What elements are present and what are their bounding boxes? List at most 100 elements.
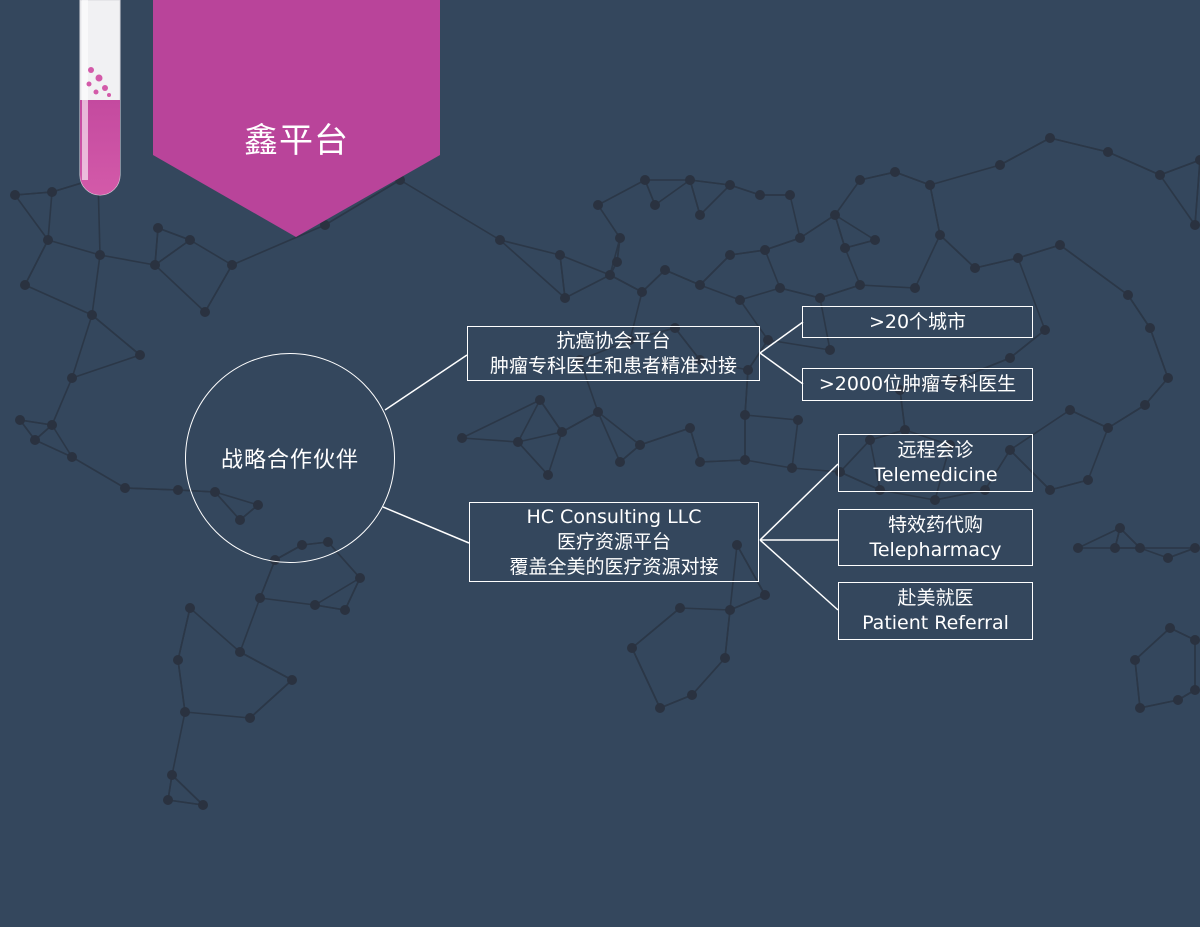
network-node	[627, 643, 637, 653]
network-link	[729, 184, 761, 196]
network-node	[1115, 523, 1125, 533]
network-link	[1194, 159, 1200, 226]
telemedicine-zh: 远程会诊	[897, 439, 974, 461]
network-node	[605, 270, 615, 280]
network-node	[635, 440, 645, 450]
network-node	[637, 287, 647, 297]
network-node	[785, 190, 795, 200]
network-node	[173, 655, 183, 665]
network-node	[185, 603, 195, 613]
network-node	[1055, 240, 1065, 250]
network-node	[825, 345, 835, 355]
network-link	[154, 239, 191, 266]
network-link	[739, 287, 781, 301]
network-link	[547, 431, 563, 476]
network-node	[930, 495, 940, 505]
network-link	[791, 467, 841, 473]
network-link	[1049, 137, 1109, 153]
network-link	[974, 257, 1019, 269]
network-link	[1069, 409, 1109, 429]
bottom-child-telemedicine: 远程会诊 Telemedicine	[838, 434, 1033, 492]
network-node	[10, 190, 20, 200]
network-link	[1134, 659, 1141, 709]
top-child-doctors: >2000位肿瘤专科医生	[802, 368, 1033, 401]
network-link	[839, 471, 881, 491]
network-node	[575, 355, 585, 365]
network-link	[689, 179, 701, 216]
network-node	[670, 323, 680, 333]
network-node	[495, 235, 505, 245]
network-node	[980, 485, 990, 495]
network-node	[1190, 220, 1200, 230]
network-node	[557, 427, 567, 437]
network-node	[555, 250, 565, 260]
network-link	[744, 459, 793, 469]
network-node	[615, 457, 625, 467]
network-node	[685, 423, 695, 433]
network-link	[724, 609, 731, 659]
network-link	[899, 379, 956, 391]
network-link	[699, 459, 746, 463]
network-link	[171, 711, 186, 776]
network-link	[461, 399, 541, 439]
network-link	[664, 269, 701, 286]
network-node	[1135, 703, 1145, 713]
network-link	[869, 439, 881, 491]
network-node	[560, 293, 570, 303]
network-link	[24, 284, 93, 316]
network-link	[154, 264, 206, 313]
network-link	[24, 239, 49, 286]
network-link	[689, 427, 701, 463]
network-link	[729, 249, 766, 256]
network-link	[1049, 479, 1089, 491]
title-banner	[153, 0, 440, 237]
network-link	[834, 179, 861, 216]
network-link	[124, 487, 179, 491]
network-node	[760, 590, 770, 600]
network-link	[789, 194, 801, 239]
network-node	[47, 420, 57, 430]
network-node	[687, 690, 697, 700]
network-link	[904, 429, 951, 446]
network-link	[839, 439, 871, 473]
network-node	[593, 200, 603, 210]
network-node	[910, 283, 920, 293]
network-node	[95, 250, 105, 260]
network-node	[198, 800, 208, 810]
network-link	[154, 227, 159, 266]
network-link	[1017, 244, 1061, 259]
referral-zh: 赴美就医	[897, 587, 974, 609]
network-node	[1165, 623, 1175, 633]
network-link	[747, 339, 769, 371]
network-link	[629, 327, 676, 341]
network-node	[287, 675, 297, 685]
network-link	[729, 594, 766, 611]
telepharmacy-zh: 特效药代购	[887, 513, 983, 536]
network-link	[539, 399, 563, 433]
connector-bottom-child-3	[759, 539, 839, 611]
network-node	[1110, 543, 1120, 553]
network-node	[1103, 147, 1113, 157]
network-node	[543, 470, 553, 480]
network-node	[1130, 655, 1140, 665]
network-node	[763, 335, 773, 345]
top-child-cities-label: >20个城市	[868, 310, 967, 333]
network-node	[1005, 445, 1015, 455]
network-node	[1190, 685, 1200, 695]
branch-bottom-line3: 覆盖全美的医疗资源对接	[509, 555, 719, 578]
network-node	[1005, 353, 1015, 363]
network-link	[561, 411, 599, 433]
network-link	[259, 597, 316, 606]
network-link	[1087, 427, 1109, 481]
network-link	[71, 456, 126, 489]
network-link	[859, 171, 896, 181]
network-node	[67, 373, 77, 383]
network-link	[834, 214, 846, 249]
network-node	[795, 233, 805, 243]
network-node	[43, 235, 53, 245]
network-link	[729, 544, 738, 611]
network-link	[779, 287, 821, 299]
network-node	[30, 435, 40, 445]
network-node	[615, 233, 625, 243]
